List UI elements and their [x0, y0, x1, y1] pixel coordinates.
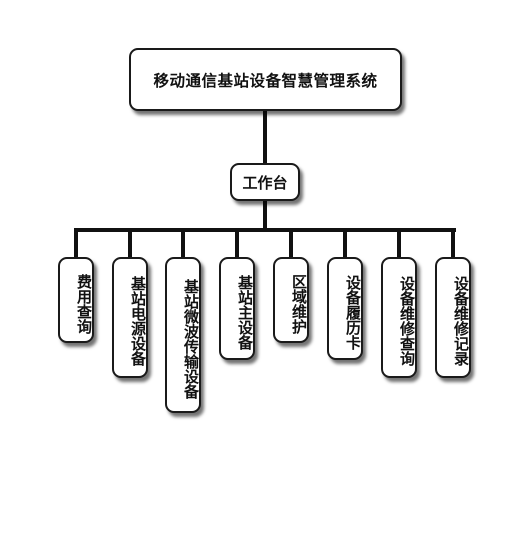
module-power-equipment: 基站电源设备 — [112, 257, 148, 378]
root-node-label: 移动通信基站设备智慧管理系统 — [153, 71, 378, 90]
workbench-node-label: 工作台 — [242, 173, 288, 192]
module-area-maintenance: 区域维护 — [273, 257, 309, 343]
module-repair-log: 设备维修记录 — [435, 257, 471, 378]
connector-drop-7 — [397, 228, 401, 258]
connector-drop-2 — [128, 228, 132, 258]
connector-drop-3 — [181, 228, 185, 258]
connector-drop-5 — [289, 228, 293, 258]
module-label: 基站主设备 — [236, 274, 254, 350]
connector-bus — [74, 228, 456, 232]
connector-drop-1 — [74, 228, 78, 258]
module-equipment-record-card: 设备履历卡 — [327, 257, 363, 360]
module-label: 设备履历卡 — [344, 274, 362, 350]
connector-hub-bus — [263, 201, 267, 230]
module-label: 基站电源设备 — [129, 276, 147, 366]
connector-drop-6 — [343, 228, 347, 258]
workbench-node: 工作台 — [230, 163, 300, 201]
module-fee-query: 费用查询 — [58, 257, 94, 343]
module-microwave-equipment: 基站微波传输设备 — [165, 257, 201, 413]
connector-root-hub — [263, 111, 267, 163]
module-label: 区域维护 — [290, 273, 308, 334]
connector-drop-8 — [451, 228, 455, 258]
module-label: 设备维修查询 — [398, 276, 416, 366]
module-label: 设备维修记录 — [452, 276, 470, 366]
module-main-equipment: 基站主设备 — [219, 257, 255, 360]
module-repair-query: 设备维修查询 — [381, 257, 417, 378]
connector-drop-4 — [235, 228, 239, 258]
root-node: 移动通信基站设备智慧管理系统 — [129, 48, 402, 111]
module-label: 费用查询 — [75, 273, 93, 334]
module-label: 基站微波传输设备 — [182, 278, 200, 399]
